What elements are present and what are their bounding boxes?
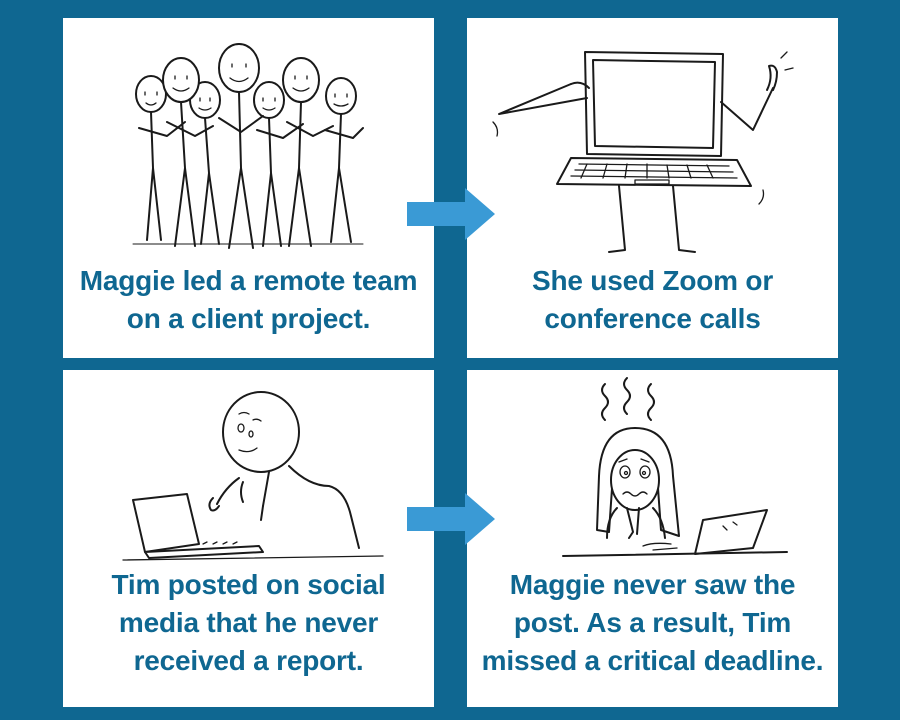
caption-line: Maggie never saw the [509, 569, 796, 600]
caption-line: Tim posted on social [111, 569, 386, 600]
stressed-woman-at-laptop-icon [562, 377, 788, 557]
caption-line: Maggie led a remote team [79, 265, 418, 296]
man-typing-on-laptop-icon [122, 391, 384, 561]
caption-line: post. As a result, Tim [513, 607, 792, 638]
panel-caption: Tim posted on social media that he never… [71, 566, 426, 680]
caption-line: received a report. [133, 645, 364, 676]
caption-line: She used Zoom or [531, 265, 774, 296]
caption-line: media that he never [118, 607, 379, 638]
right-arrow-icon [407, 493, 495, 545]
laptop-character-pointing-icon [492, 51, 794, 253]
panel-maggie: Maggie never saw the post. As a result, … [467, 370, 838, 707]
right-arrow-icon [407, 188, 495, 240]
group-of-stick-people-icon [132, 43, 364, 249]
panel-caption: She used Zoom or conference calls [475, 262, 830, 338]
panel-team: Maggie led a remote team on a client pro… [63, 18, 434, 358]
caption-line: on a client project. [126, 303, 371, 334]
caption-line: missed a critical deadline. [481, 645, 824, 676]
panel-caption: Maggie led a remote team on a client pro… [71, 262, 426, 338]
panel-caption: Maggie never saw the post. As a result, … [475, 566, 830, 680]
caption-line: conference calls [544, 303, 761, 334]
panel-laptop: She used Zoom or conference calls [467, 18, 838, 358]
panel-tim: Tim posted on social media that he never… [63, 370, 434, 707]
